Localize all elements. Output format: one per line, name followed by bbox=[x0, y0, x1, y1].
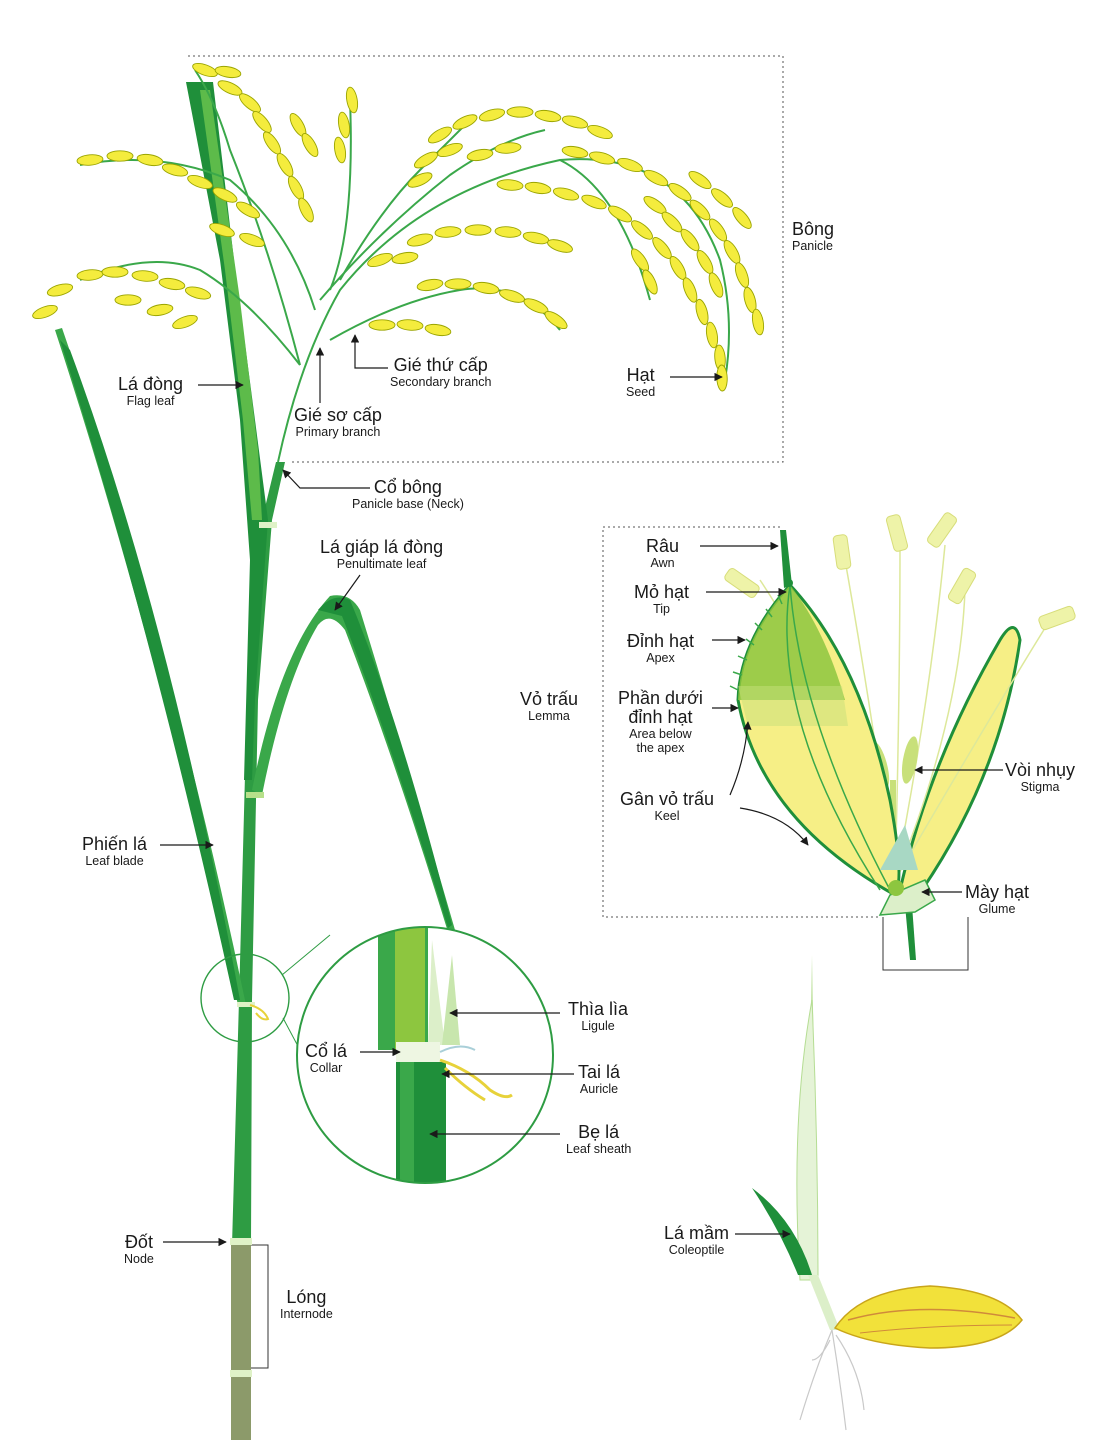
detail-collar bbox=[396, 1042, 440, 1062]
label-lemma-en: Lemma bbox=[520, 710, 578, 723]
label-awn-vi: Râu bbox=[646, 537, 679, 556]
detail-sheath-light bbox=[400, 1062, 414, 1192]
label-secondary-branch: Gié thứ cấp Secondary branch bbox=[390, 356, 491, 389]
internode-bracket bbox=[250, 1245, 268, 1368]
label-tip: Mỏ hạt Tip bbox=[634, 583, 689, 616]
rice-plant bbox=[55, 82, 455, 1440]
label-panicle-vi: Bông bbox=[792, 220, 834, 239]
label-leaf-sheath: Bẹ lá Leaf sheath bbox=[566, 1123, 631, 1156]
label-below-apex-vi1: Phần dưới bbox=[618, 689, 703, 708]
label-primary-branch-vi: Gié sơ cấp bbox=[294, 406, 382, 425]
label-coleoptile: Lá mầm Coleoptile bbox=[664, 1224, 729, 1257]
label-auricle-vi: Tai lá bbox=[578, 1063, 620, 1082]
label-internode-en: Internode bbox=[280, 1308, 333, 1321]
label-seed-vi: Hạt bbox=[626, 366, 655, 385]
label-ligule-en: Ligule bbox=[568, 1020, 628, 1033]
label-primary-branch-en: Primary branch bbox=[294, 426, 382, 439]
label-seed: Hạt Seed bbox=[626, 366, 655, 399]
label-glume: Mày hạt Glume bbox=[965, 883, 1029, 916]
label-penultimate-leaf-vi: Lá giáp lá đòng bbox=[320, 538, 443, 557]
label-apex: Đỉnh hạt Apex bbox=[627, 632, 694, 665]
label-below-apex: Phần dưới đỉnh hạt Area below the apex bbox=[618, 689, 703, 755]
label-auricle-en: Auricle bbox=[578, 1083, 620, 1096]
small-auricle bbox=[250, 1005, 268, 1019]
label-secondary-branch-vi: Gié thứ cấp bbox=[390, 356, 491, 375]
label-coleoptile-en: Coleoptile bbox=[664, 1244, 729, 1257]
ovary bbox=[888, 880, 904, 896]
label-stigma-vi: Vòi nhụy bbox=[1005, 761, 1075, 780]
label-keel: Gân vỏ trấu Keel bbox=[620, 790, 714, 823]
label-apex-en: Apex bbox=[627, 652, 694, 665]
label-below-apex-en1: Area below bbox=[618, 728, 703, 741]
label-panicle-base-en: Panicle base (Neck) bbox=[352, 498, 464, 511]
label-awn: Râu Awn bbox=[646, 537, 679, 570]
grains bbox=[31, 61, 765, 392]
label-tip-vi: Mỏ hạt bbox=[634, 583, 689, 602]
label-flag-leaf: Lá đòng Flag leaf bbox=[118, 375, 183, 408]
label-panicle: Bông Panicle bbox=[792, 220, 834, 253]
label-primary-branch: Gié sơ cấp Primary branch bbox=[294, 406, 382, 439]
label-leaf-blade-en: Leaf blade bbox=[82, 855, 147, 868]
label-node-vi: Đốt bbox=[124, 1233, 154, 1252]
label-keel-vi: Gân vỏ trấu bbox=[620, 790, 714, 809]
label-auricle: Tai lá Auricle bbox=[578, 1063, 620, 1096]
label-coleoptile-vi: Lá mầm bbox=[664, 1224, 729, 1243]
label-internode-vi: Lóng bbox=[280, 1288, 333, 1307]
label-keel-en: Keel bbox=[620, 810, 714, 823]
label-collar: Cổ lá Collar bbox=[305, 1042, 347, 1075]
node-collar-upper bbox=[259, 522, 277, 528]
label-flag-leaf-en: Flag leaf bbox=[118, 395, 183, 408]
zoom-connector-top bbox=[282, 935, 330, 975]
detail-stem-upper-light bbox=[395, 920, 425, 1050]
label-leaf-blade-vi: Phiến lá bbox=[82, 835, 147, 854]
label-secondary-branch-en: Secondary branch bbox=[390, 376, 491, 389]
label-stigma-en: Stigma bbox=[1005, 781, 1075, 794]
label-panicle-base-vi: Cổ bông bbox=[352, 478, 464, 497]
palea bbox=[900, 628, 1020, 901]
label-below-apex-en2: the apex bbox=[618, 742, 703, 755]
tip-dot bbox=[785, 579, 793, 587]
label-panicle-base: Cổ bông Panicle base (Neck) bbox=[352, 478, 464, 511]
label-leaf-sheath-vi: Bẹ lá bbox=[566, 1123, 631, 1142]
coleoptile-sheath bbox=[797, 1000, 818, 1280]
label-flag-leaf-vi: Lá đòng bbox=[118, 375, 183, 394]
label-seed-en: Seed bbox=[626, 386, 655, 399]
label-stigma: Vòi nhụy Stigma bbox=[1005, 761, 1075, 794]
label-internode: Lóng Internode bbox=[280, 1288, 333, 1321]
label-glume-vi: Mày hạt bbox=[965, 883, 1029, 902]
label-panicle-en: Panicle bbox=[792, 240, 834, 253]
node-ring bbox=[230, 1238, 252, 1245]
label-awn-en: Awn bbox=[646, 557, 679, 570]
label-penultimate-leaf: Lá giáp lá đòng Penultimate leaf bbox=[320, 538, 443, 571]
node-ring-2 bbox=[230, 1370, 252, 1377]
glume-bracket bbox=[883, 917, 968, 970]
label-collar-en: Collar bbox=[305, 1062, 347, 1075]
leaf-blade-dark bbox=[60, 340, 240, 1000]
label-leaf-blade: Phiến lá Leaf blade bbox=[82, 835, 147, 868]
node-collar-mid bbox=[246, 792, 264, 798]
label-tip-en: Tip bbox=[634, 603, 689, 616]
label-leaf-sheath-en: Leaf sheath bbox=[566, 1143, 631, 1156]
label-node-en: Node bbox=[124, 1253, 154, 1266]
label-node: Đốt Node bbox=[124, 1233, 154, 1266]
label-lemma-vi: Vỏ trấu bbox=[520, 690, 578, 709]
label-ligule: Thìa lìa Ligule bbox=[568, 1000, 628, 1033]
label-ligule-vi: Thìa lìa bbox=[568, 1000, 628, 1019]
label-glume-en: Glume bbox=[965, 903, 1029, 916]
label-penultimate-leaf-en: Penultimate leaf bbox=[320, 558, 443, 571]
label-lemma: Vỏ trấu Lemma bbox=[520, 690, 578, 723]
label-below-apex-vi2: đỉnh hạt bbox=[618, 708, 703, 727]
label-apex-vi: Đỉnh hạt bbox=[627, 632, 694, 651]
seedling bbox=[752, 955, 1022, 1430]
label-collar-vi: Cổ lá bbox=[305, 1042, 347, 1061]
internode-stem bbox=[231, 1245, 251, 1440]
seedling-base bbox=[808, 1275, 840, 1330]
